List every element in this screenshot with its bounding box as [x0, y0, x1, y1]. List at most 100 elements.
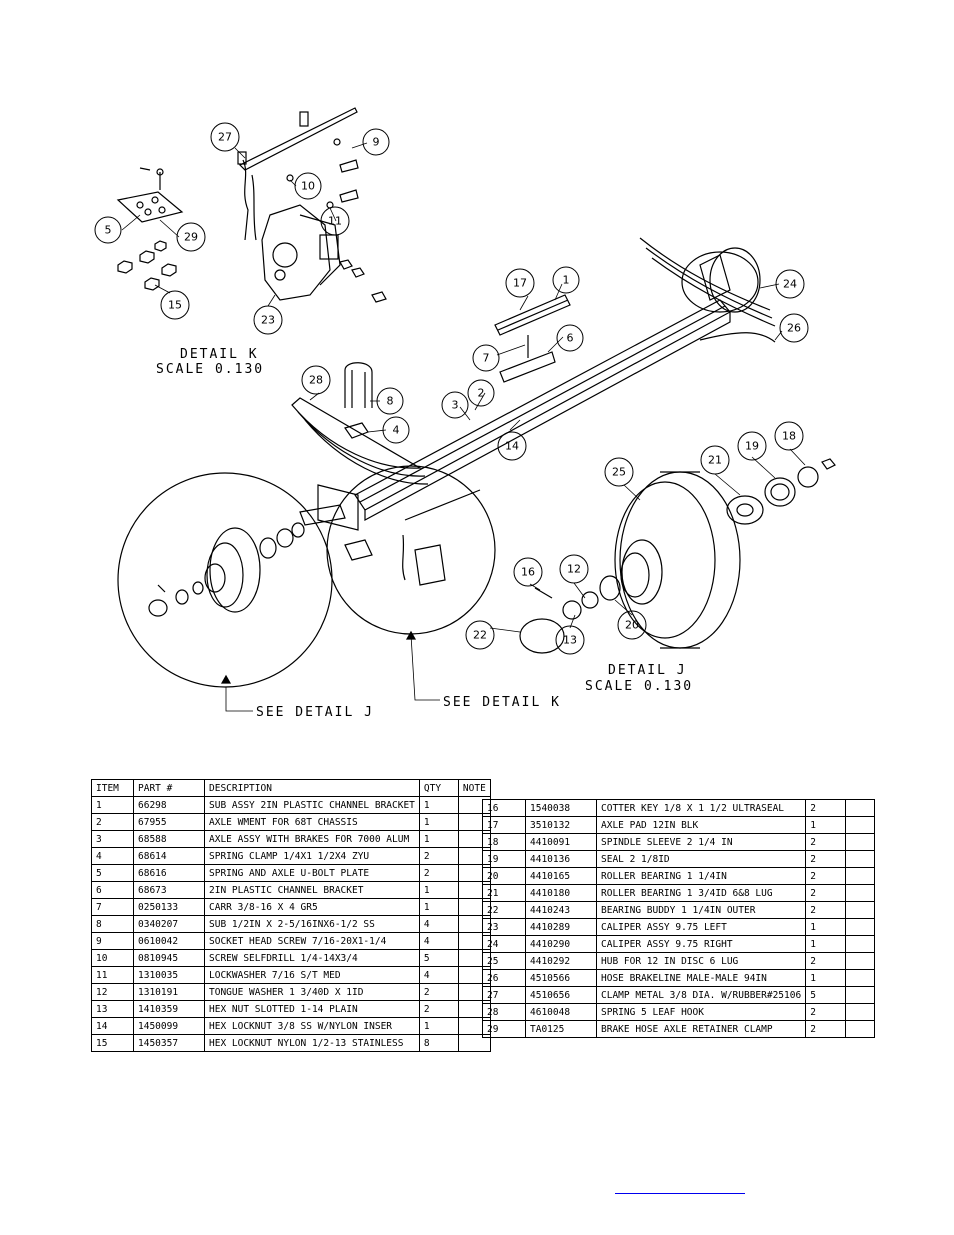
cell-qty: 2	[805, 799, 847, 817]
balloon-text: 6	[567, 332, 574, 345]
cell-item: 13	[91, 1000, 134, 1018]
cell-qty: 1	[805, 935, 847, 953]
balloon-text: 9	[373, 136, 380, 149]
cell-part-number: 68588	[133, 830, 205, 848]
cell-description: AXLE WMENT FOR 68T CHASSIS	[204, 813, 420, 831]
cell-description: SPRING 5 LEAF HOOK	[595, 1003, 807, 1021]
cell-description: AXLE ASSY WITH BRAKES FOR 7000 ALUM	[204, 830, 420, 848]
balloon-23	[253, 305, 283, 335]
cell-part-number: 68616	[133, 864, 205, 882]
cell-description: HEX LOCKNUT NYLON 1/2-13 STAINLESS	[204, 1034, 420, 1052]
cell-qty: 2	[805, 850, 847, 868]
cell-item: 9	[91, 932, 134, 950]
balloon-10	[294, 172, 322, 200]
balloon-text: 10	[301, 180, 315, 193]
balloon-27	[210, 122, 240, 152]
cell-item: 24	[482, 935, 526, 953]
exploded-assembly-drawing: 27 9 10 11 5 29 15 23 17 1 6 7 24 26 28 …	[94, 107, 836, 720]
balloon-text: 20	[625, 619, 639, 632]
cell-part-number: 4510566	[525, 969, 597, 987]
balloon-12	[559, 554, 589, 584]
cell-description: SPRING CLAMP 1/4X1 1/2X4 ZYU	[204, 847, 420, 865]
cell-qty: 2	[805, 952, 847, 970]
cell-item: 16	[482, 799, 526, 817]
cell-item: 6	[91, 881, 134, 899]
cell-item: 22	[482, 901, 526, 919]
cell-qty: 5	[805, 986, 847, 1004]
cell-item: 15	[91, 1034, 134, 1052]
cell-note	[845, 884, 876, 902]
cell-note	[845, 901, 876, 919]
balloon-1	[552, 266, 580, 294]
cell-part-number: 4610048	[525, 1003, 597, 1021]
cell-part-number: 4510656	[525, 986, 597, 1004]
cell-qty: 1	[805, 969, 847, 987]
cell-description: BEARING BUDDY 1 1/4IN OUTER	[595, 901, 807, 919]
balloon-4	[382, 416, 410, 444]
cell-description: COTTER KEY 1/8 X 1 1/2 ULTRASEAL	[595, 799, 807, 817]
cell-part-number: 1540038	[525, 799, 597, 817]
cell-part-number: TA0125	[525, 1020, 597, 1038]
cell-qty: 2	[805, 1003, 847, 1021]
cell-note	[845, 1003, 876, 1021]
cell-part-number: 0250133	[133, 898, 205, 916]
cell-item: 20	[482, 867, 526, 885]
cell-part-number: 1450099	[133, 1017, 205, 1035]
cell-qty: 2	[418, 1000, 459, 1018]
balloon-text: 17	[513, 277, 527, 290]
see-detail-k-label: SEE DETAIL K	[443, 695, 561, 710]
cell-part-number: 4410292	[525, 952, 597, 970]
balloon-text: 2	[478, 387, 485, 400]
cell-note	[845, 799, 876, 817]
cell-item: 12	[91, 983, 134, 1001]
cell-item: 3	[91, 830, 134, 848]
balloon-15	[160, 290, 190, 320]
balloon-21	[700, 445, 730, 475]
cell-item: 14	[91, 1017, 134, 1035]
cell-qty: 1	[418, 796, 459, 814]
cell-part-number: 3510132	[525, 816, 597, 834]
cell-qty: 1	[418, 881, 459, 899]
balloon-text: 15	[168, 299, 182, 312]
balloon-29	[176, 222, 206, 252]
balloon-text: 21	[708, 454, 722, 467]
cell-description: BRAKE HOSE AXLE RETAINER CLAMP	[595, 1020, 807, 1038]
balloon-26	[779, 313, 809, 343]
cell-note	[845, 1020, 876, 1038]
balloon-callouts	[94, 122, 809, 655]
balloon-text: 18	[782, 430, 796, 443]
cell-qty: 1	[805, 816, 847, 834]
cell-qty: 2	[805, 901, 847, 919]
cell-description: CLAMP METAL 3/8 DIA. W/RUBBER#25106	[595, 986, 807, 1004]
balloon-text: 19	[745, 440, 759, 453]
cell-description: ROLLER BEARING 1 1/4IN	[595, 867, 807, 885]
cell-part-number: 0610042	[133, 932, 205, 950]
cell-qty: 2	[805, 867, 847, 885]
balloon-text: 3	[452, 399, 459, 412]
cell-part-number: 4410136	[525, 850, 597, 868]
balloon-17	[505, 268, 535, 298]
balloon-19	[737, 431, 767, 461]
balloon-text: 1	[563, 274, 570, 287]
balloon-5	[94, 216, 122, 244]
cell-note	[845, 986, 876, 1004]
cell-item: 4	[91, 847, 134, 865]
balloon-11	[320, 206, 350, 236]
cell-item: 10	[91, 949, 134, 967]
cell-qty: 1	[418, 813, 459, 831]
cell-part-number: 4410091	[525, 833, 597, 851]
cell-part-number: 1310035	[133, 966, 205, 984]
balloon-20	[617, 610, 647, 640]
hyperlink-underline[interactable]	[615, 1183, 745, 1194]
